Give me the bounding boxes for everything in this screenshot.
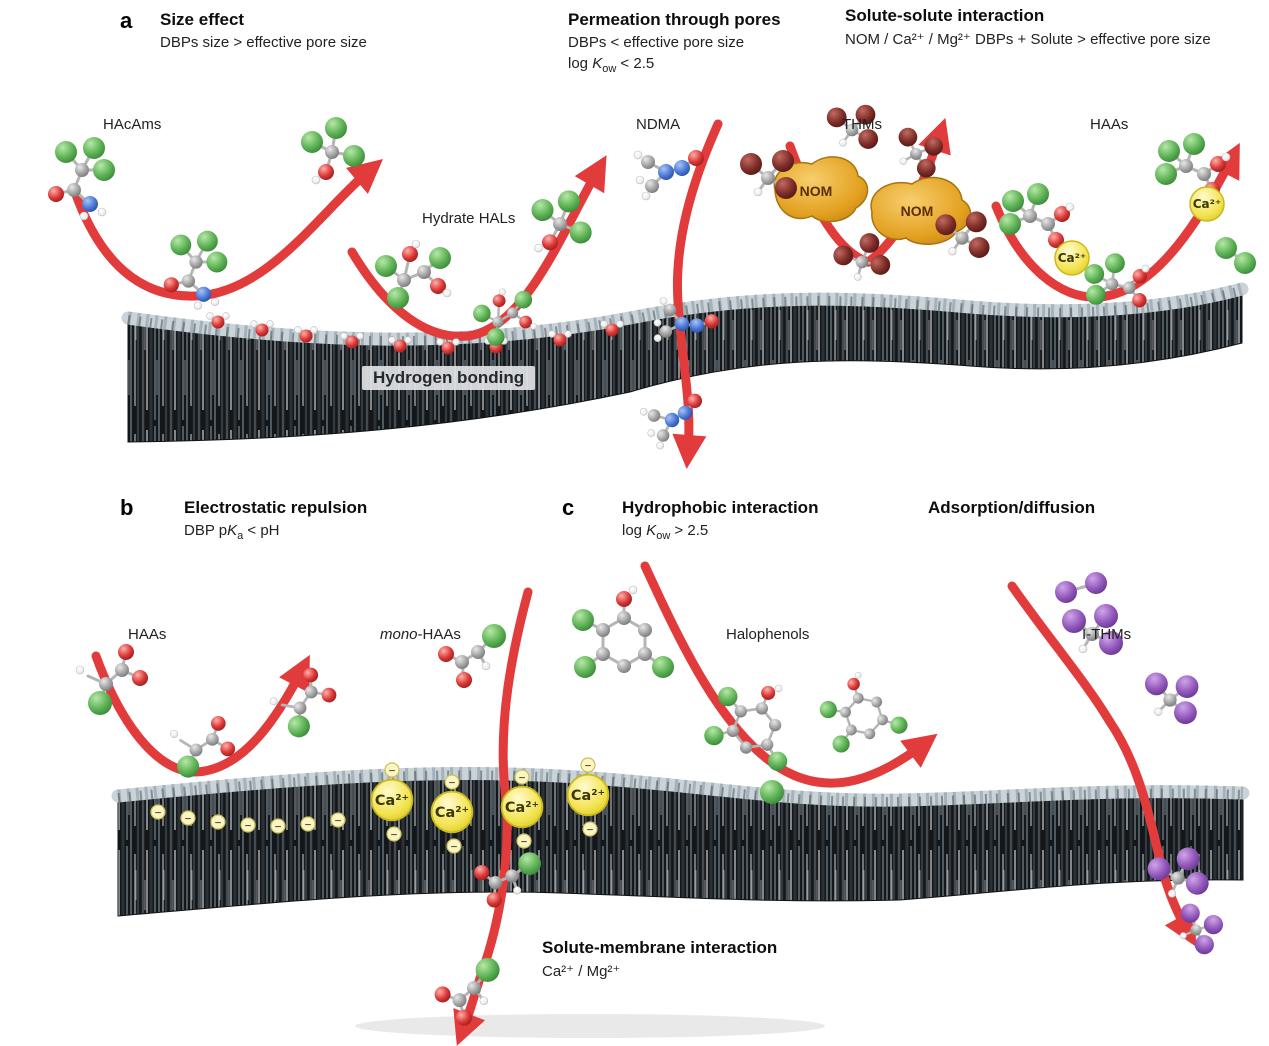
molecule-haa-anion (74, 642, 150, 717)
arrow-rejection-halophenols (640, 561, 938, 788)
molecule-ithm (1136, 664, 1207, 728)
label-thms: THMs (842, 116, 882, 133)
permeation-subtitle-1: DBPs < effective pore size (568, 34, 745, 51)
membrane-b (111, 766, 1250, 917)
permeation-title: Permeation through pores (568, 10, 781, 29)
chlorine-atom (760, 780, 784, 804)
label-halophenols: Halophenols (726, 626, 810, 643)
solute-solute-title: Solute-solute interaction (845, 6, 1045, 25)
size-effect-subtitle: DBPs size > effective pore size (160, 34, 367, 51)
molecule-haa-anion (262, 661, 346, 744)
molecule-halophenol (810, 661, 911, 757)
ca-ion (370, 778, 414, 822)
adsorption-title: Adsorption/diffusion (928, 498, 1096, 517)
hydrophobic-subtitle: log Kow > 2.5 (622, 522, 709, 542)
ca-ion (430, 790, 474, 834)
arrow-permeation-ndma (672, 119, 723, 469)
ca-ion (1054, 240, 1090, 276)
molecule-ithm-fragment (1055, 572, 1107, 603)
molecule-haa (1153, 131, 1232, 200)
nom-label: NOM (901, 203, 934, 219)
molecule-halophenol (698, 663, 815, 776)
label-haas-b: HAAs (128, 626, 167, 643)
solute-membrane-subtitle: Ca²⁺ / Mg²⁺ (542, 963, 621, 980)
membrane-shadow (355, 1014, 825, 1038)
electrostatic-subtitle: DBP pKa < pH (184, 522, 280, 542)
size-effect-title: Size effect (160, 10, 245, 29)
ca-ion (1189, 186, 1225, 222)
molecule-haa-fragment (1215, 237, 1256, 274)
arrow-rejection-hacams (70, 159, 384, 301)
solute-membrane-title: Solute-membrane interaction (542, 938, 778, 957)
label-hacams: HAcAms (103, 116, 162, 133)
label-ithms: I-THMs (1082, 626, 1132, 643)
panel-c-label: c (562, 495, 575, 520)
ca-ion (566, 773, 610, 817)
ca-ion (500, 785, 544, 829)
nom-blob: NOM (773, 156, 869, 223)
panel-b-label: b (120, 495, 134, 520)
solute-solute-subtitle: NOM / Ca²⁺ / Mg²⁺ DBPs + Solute > effect… (845, 31, 1211, 48)
label-hydrate-hals: Hydrate HALs (422, 210, 516, 227)
panel-a-label: a (120, 8, 133, 33)
hydrogen-bonding-label: Hydrogen bonding (362, 366, 536, 390)
molecule-dbp (299, 115, 367, 186)
electrostatic-title: Electrostatic repulsion (184, 498, 368, 517)
molecule-ndma (637, 390, 713, 454)
label-ndma: NDMA (636, 116, 681, 133)
permeation-subtitle-2: log Kow < 2.5 (568, 55, 655, 75)
label-mono-haas: mono-HAAs (380, 626, 461, 643)
hydrophobic-title: Hydrophobic interaction (622, 498, 819, 517)
nom-label: NOM (800, 183, 833, 199)
label-haas-a: HAAs (1090, 116, 1129, 133)
